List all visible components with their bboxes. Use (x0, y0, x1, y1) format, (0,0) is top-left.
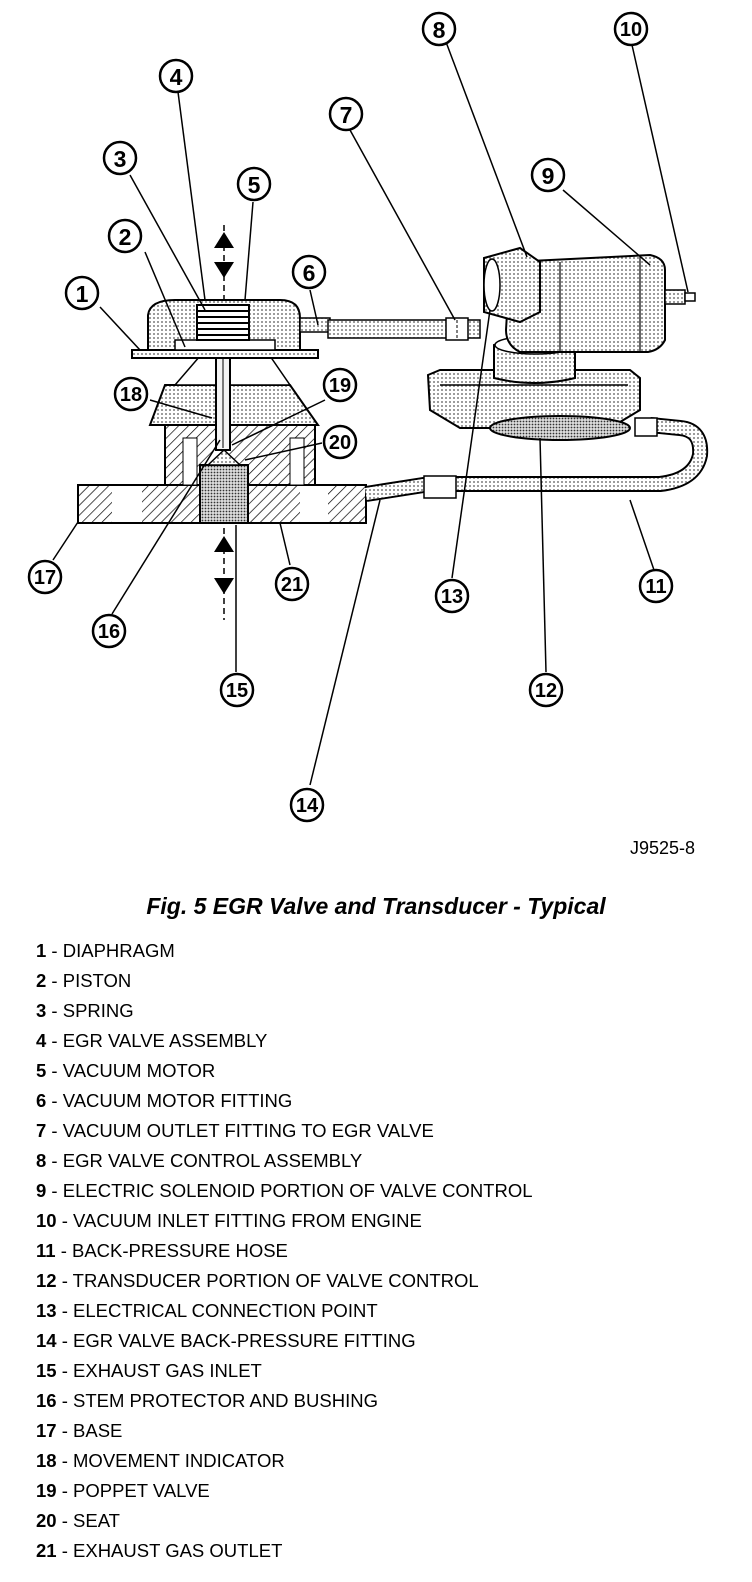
callout-circles (27, 11, 674, 823)
legend-list: 1 - DIAPHRAGM 2 - PISTON 3 - SPRING 4 - … (36, 936, 533, 1566)
legend-item: 3 - SPRING (36, 1000, 134, 1021)
callout-4: 4 (170, 64, 183, 90)
legend-item: 1 - DIAPHRAGM (36, 940, 175, 961)
callout-7: 7 (340, 102, 353, 128)
vacuum-motor (131, 299, 331, 359)
callout-12: 12 (535, 680, 557, 702)
callout-11: 11 (645, 576, 666, 598)
callout-numbers: 1 2 3 4 5 6 7 8 9 10 11 12 13 14 15 16 1… (34, 17, 667, 817)
movement-arrow-up (214, 225, 234, 300)
callout-14: 14 (296, 795, 319, 817)
egr-valve-diagram: 1 2 3 4 5 6 7 8 9 10 11 12 13 14 15 16 1… (27, 11, 709, 823)
legend-item: 13 - ELECTRICAL CONNECTION POINT (36, 1300, 378, 1321)
legend-item: 5 - VACUUM MOTOR (36, 1060, 216, 1081)
callout-20: 20 (329, 432, 351, 454)
callout-13: 13 (441, 586, 463, 608)
valve-stem (215, 349, 231, 451)
callout-16: 16 (98, 621, 120, 643)
callout-10: 10 (620, 19, 642, 41)
callout-17: 17 (34, 567, 56, 589)
callout-6: 6 (303, 260, 316, 286)
vacuum-line (327, 317, 481, 341)
legend-item: 20 - SEAT (36, 1510, 120, 1531)
legend-item: 16 - STEM PROTECTOR AND BUSHING (36, 1390, 378, 1411)
legend-item: 12 - TRANSDUCER PORTION OF VALVE CONTROL (36, 1270, 479, 1291)
callout-3: 3 (114, 146, 127, 172)
figure-id: J9525-8 (630, 838, 696, 858)
legend-item: 21 - EXHAUST GAS OUTLET (36, 1540, 283, 1561)
legend-item: 15 - EXHAUST GAS INLET (36, 1360, 262, 1381)
callout-5: 5 (248, 172, 261, 198)
legend-item: 9 - ELECTRIC SOLENOID PORTION OF VALVE C… (36, 1180, 533, 1201)
solenoid (483, 246, 696, 353)
legend-item: 14 - EGR VALVE BACK-PRESSURE FITTING (36, 1330, 416, 1351)
egr-stand (148, 355, 320, 426)
callout-1: 1 (76, 281, 89, 307)
callout-9: 9 (542, 163, 555, 189)
back-pressure-hose (364, 417, 709, 502)
legend-item: 6 - VACUUM MOTOR FITTING (36, 1090, 293, 1111)
callout-18: 18 (120, 384, 142, 406)
callout-21: 21 (281, 574, 303, 596)
callout-19: 19 (329, 375, 351, 397)
legend-item: 18 - MOVEMENT INDICATOR (36, 1450, 285, 1471)
movement-arrow-down (214, 528, 234, 620)
legend-item: 17 - BASE (36, 1420, 123, 1441)
callout-15: 15 (226, 680, 248, 702)
figure-caption: Fig. 5 EGR Valve and Transducer - Typica… (146, 893, 606, 919)
legend-item: 4 - EGR VALVE ASSEMBLY (36, 1030, 268, 1051)
legend-item: 2 - PISTON (36, 970, 132, 991)
legend-item: 7 - VACUUM OUTLET FITTING TO EGR VALVE (36, 1120, 434, 1141)
callout-8: 8 (433, 17, 446, 43)
legend-item: 10 - VACUUM INLET FITTING FROM ENGINE (36, 1210, 422, 1231)
legend-item: 19 - POPPET VALVE (36, 1480, 210, 1501)
leader-lines (52, 41, 689, 786)
callout-2: 2 (119, 224, 132, 250)
legend-item: 11 - BACK-PRESSURE HOSE (36, 1240, 288, 1261)
legend-item: 8 - EGR VALVE CONTROL ASSEMBLY (36, 1150, 363, 1171)
egr-valve-body (164, 424, 316, 524)
